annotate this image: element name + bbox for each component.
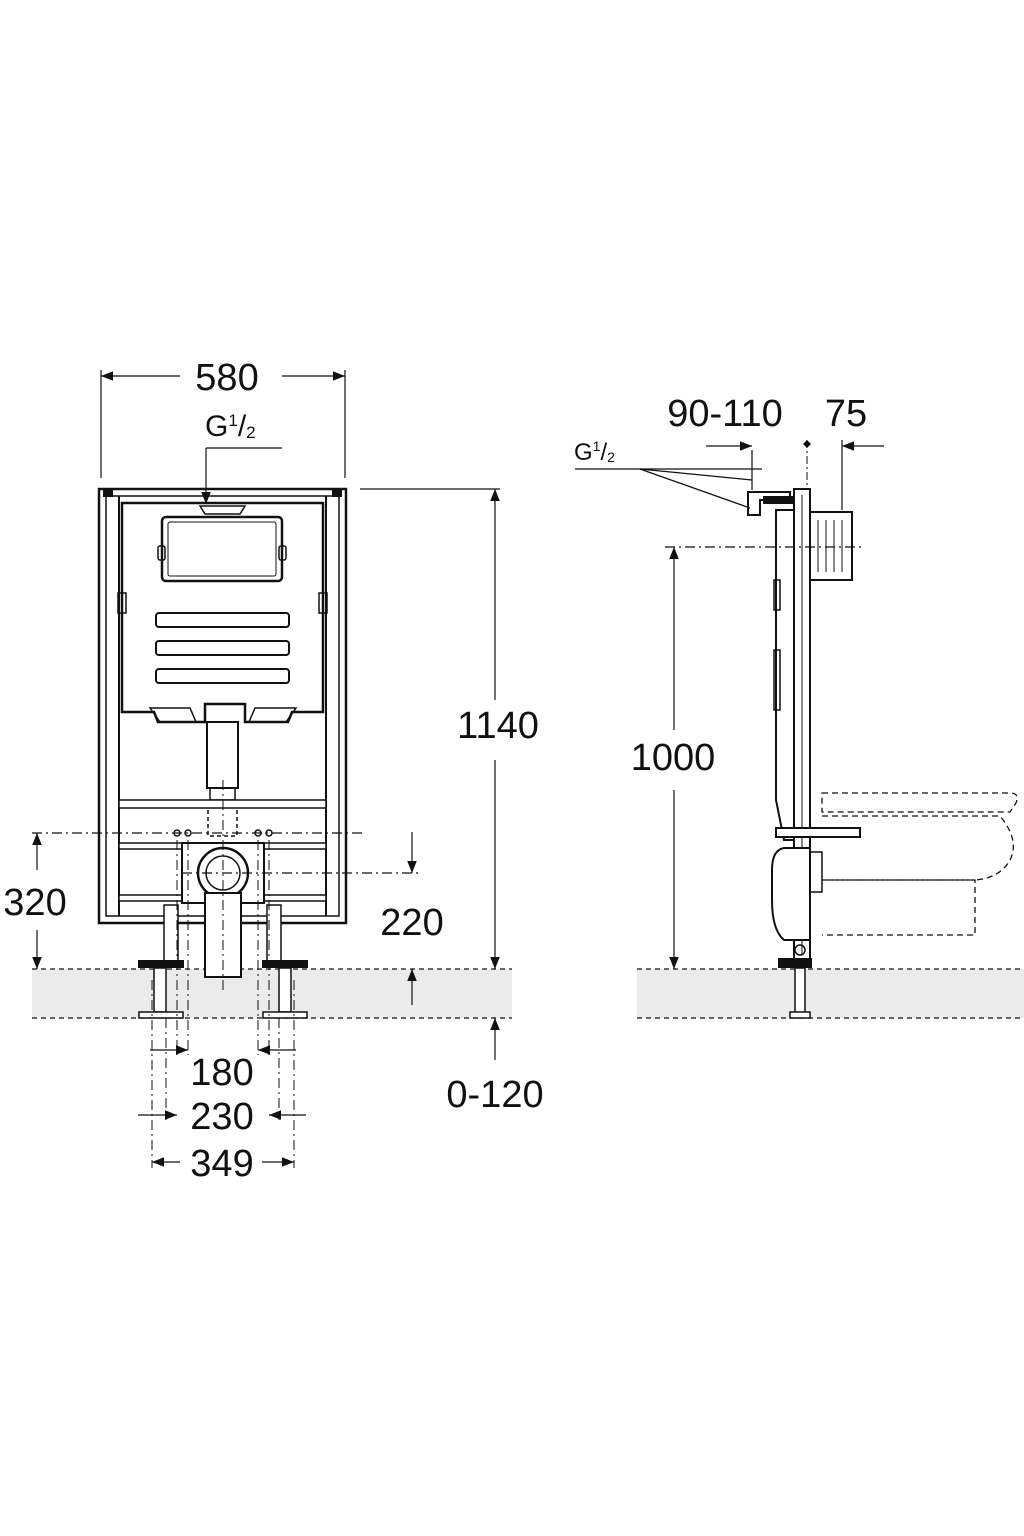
- front-view: [97, 487, 348, 1019]
- width-580-label: 580: [195, 357, 258, 399]
- floor-band-front: [32, 968, 512, 1019]
- floor-band-side: [637, 968, 1024, 1019]
- side-dimension-lines: [575, 440, 884, 969]
- side-labels: 90-110 75 G1/2 1000: [574, 393, 867, 779]
- side-view: [747, 488, 1018, 1019]
- spacing-180-label: 180: [190, 1052, 253, 1094]
- pipe-75-label: 75: [825, 393, 867, 435]
- height-1140-label: 1140: [457, 705, 539, 747]
- spacing-230-label: 230: [190, 1096, 253, 1138]
- front-dimension-lines: [32, 370, 500, 1168]
- outlet-320-label: 320: [3, 882, 66, 924]
- spacing-349-label: 349: [190, 1143, 253, 1185]
- flush-height-1000-label: 1000: [631, 737, 716, 779]
- waste-220-label: 220: [380, 902, 443, 944]
- side-valve-label: G1/2: [574, 438, 615, 466]
- depth-90-110-label: 90-110: [667, 393, 783, 435]
- adjust-0-120-label: 0-120: [446, 1074, 543, 1116]
- front-valve-label: G1/2: [205, 410, 256, 443]
- front-labels: 580 G1/2 1140 320 220 0-120 180 230 349: [3, 357, 543, 1185]
